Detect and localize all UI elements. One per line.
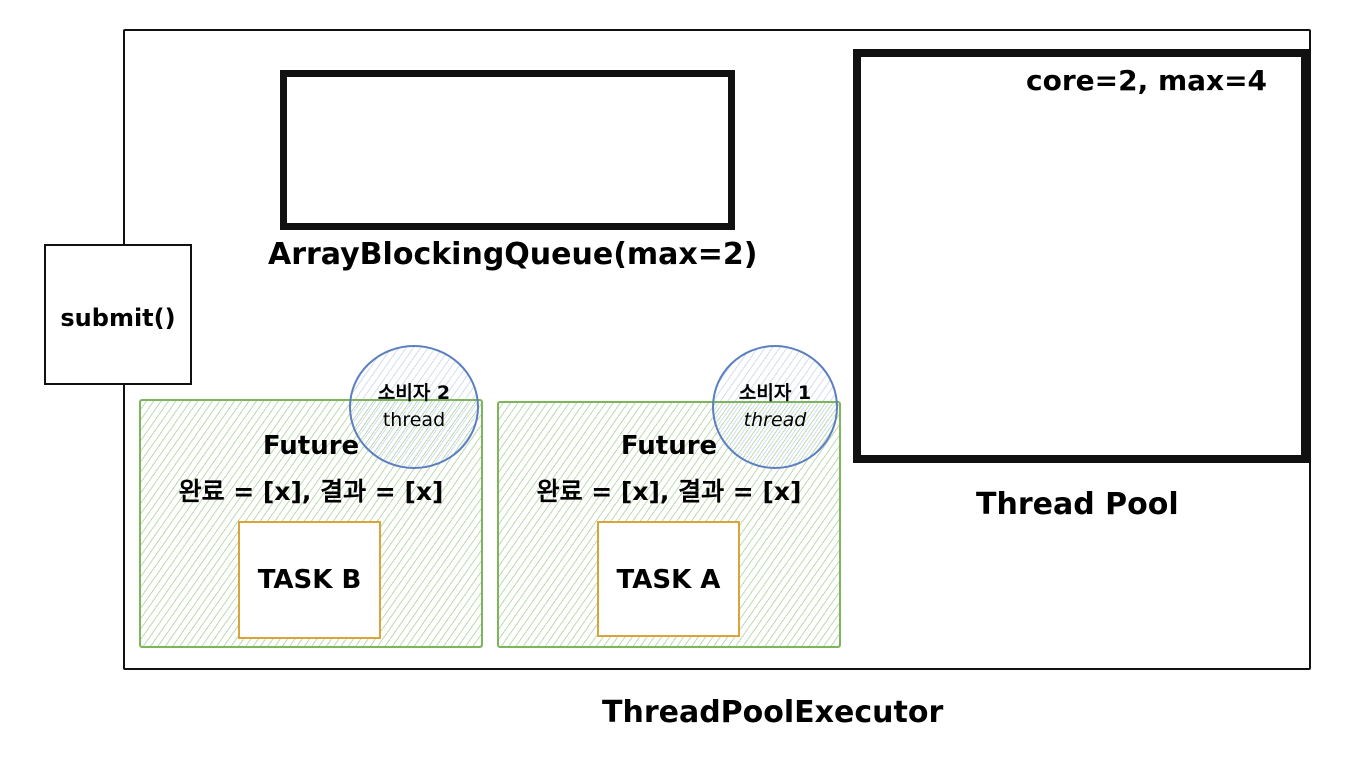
blocking-queue-label: ArrayBlockingQueue(max=2) [268, 237, 758, 272]
submit-label: submit() [60, 304, 176, 332]
consumer-name: 소비자 1 [738, 382, 812, 404]
consumer-thread-label: thread [743, 409, 807, 431]
thread-pool-box [853, 49, 1309, 463]
consumer-name: 소비자 2 [377, 382, 451, 404]
task-label: TASK B [257, 565, 362, 595]
thread-pool-label: Thread Pool [976, 487, 1179, 522]
task-label: TASK A [616, 565, 721, 595]
future-title: Future [620, 431, 718, 461]
consumer-thread-circle [712, 345, 838, 469]
future-status: 완료 = [x], 결과 = [x] [178, 477, 444, 506]
submit-box [44, 244, 192, 385]
future-status: 완료 = [x], 결과 = [x] [536, 477, 802, 506]
consumer-thread-circle [349, 345, 479, 469]
task-box [238, 521, 381, 639]
consumer-thread-label: thread [382, 409, 446, 431]
thread-pool-config: core=2, max=4 [1026, 64, 1268, 97]
blocking-queue-box [280, 70, 735, 230]
thread-pool-executor-label: ThreadPoolExecutor [602, 695, 944, 730]
future-title: Future [262, 431, 360, 461]
task-box [597, 521, 740, 637]
